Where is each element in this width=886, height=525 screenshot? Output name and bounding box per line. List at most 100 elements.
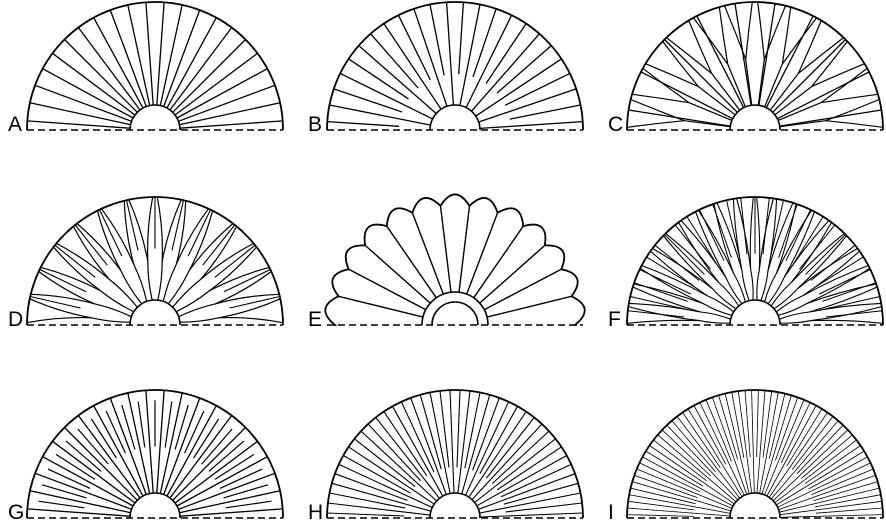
- ray: [361, 431, 437, 501]
- branch-fork: [646, 64, 699, 87]
- ray: [809, 457, 868, 489]
- inner-arc: [730, 105, 780, 130]
- ray: [510, 105, 581, 119]
- branch-fork: [784, 221, 829, 278]
- ray: [368, 424, 421, 481]
- ray: [78, 416, 140, 499]
- short-ray: [55, 245, 95, 277]
- branch-fork: [821, 68, 867, 102]
- ray: [327, 122, 399, 127]
- ray: [632, 482, 731, 511]
- short-ray: [763, 198, 769, 254]
- branch-stem: [101, 291, 134, 312]
- ray: [457, 390, 460, 467]
- ray: [627, 515, 694, 517]
- panel-label-e: E: [308, 308, 322, 331]
- ray: [128, 5, 150, 106]
- short-ray: [793, 217, 823, 265]
- branch-fork: [714, 204, 734, 274]
- ray: [440, 391, 449, 468]
- inner-ring: [432, 302, 478, 325]
- ray: [53, 53, 136, 115]
- branch-stem: [742, 271, 749, 301]
- ray: [157, 390, 164, 493]
- ray: [780, 110, 882, 126]
- panel-label-f: F: [608, 308, 621, 331]
- branch-stem: [719, 283, 739, 307]
- ray: [450, 390, 454, 493]
- short-ray: [203, 225, 235, 265]
- panel-a: A: [8, 2, 283, 136]
- panel-i: I: [608, 390, 883, 524]
- short-ray: [175, 405, 188, 449]
- branch-stem: [778, 103, 821, 121]
- branch-stem: [779, 312, 809, 319]
- ray: [173, 40, 246, 113]
- short-ray: [628, 311, 684, 317]
- ray: [767, 406, 816, 497]
- branch-fork: [811, 320, 883, 323]
- branch-stem: [751, 269, 754, 300]
- ray: [700, 403, 744, 496]
- branch-stem: [758, 59, 764, 105]
- branch-stem: [699, 321, 730, 324]
- branch-fork: [627, 121, 684, 128]
- branch-stem: [176, 291, 209, 312]
- short-ray: [215, 245, 255, 277]
- inner-arc: [130, 105, 180, 130]
- short-ray: [224, 485, 268, 498]
- ray: [780, 515, 883, 518]
- ray: [170, 416, 232, 499]
- ray: [641, 72, 733, 119]
- branch-fork: [696, 212, 726, 278]
- segment-divider: [467, 213, 498, 294]
- inner-arc: [130, 493, 180, 518]
- short-ray: [741, 198, 747, 254]
- outer-arc: [627, 2, 883, 130]
- panel-label-i: I: [608, 501, 614, 524]
- panel-g: G: [8, 390, 283, 524]
- ray: [766, 16, 813, 108]
- branch-fork: [776, 204, 796, 274]
- ray: [447, 2, 454, 105]
- ray: [486, 418, 534, 479]
- branch-fork: [632, 94, 689, 102]
- branch-stem: [774, 289, 798, 309]
- branch-fork: [746, 2, 753, 59]
- short-ray: [640, 270, 691, 295]
- ray: [27, 509, 130, 516]
- ray: [643, 457, 734, 506]
- branch-fork: [826, 121, 883, 128]
- ray: [697, 16, 744, 108]
- panel-h: H: [308, 390, 583, 524]
- short-ray: [727, 200, 740, 255]
- panel-label-g: G: [8, 501, 24, 524]
- branch-stem: [778, 304, 807, 316]
- branch-stem: [179, 304, 216, 317]
- short-ray: [39, 501, 85, 508]
- panel-label-d: D: [8, 308, 23, 331]
- branch-stem: [148, 261, 152, 300]
- branch-fork: [27, 318, 91, 323]
- ray: [480, 513, 583, 517]
- branch-fork: [803, 251, 860, 296]
- outer-arc: [327, 2, 583, 130]
- short-ray: [165, 402, 172, 448]
- ray: [667, 425, 738, 500]
- panel-f: F: [608, 197, 883, 331]
- ray: [760, 392, 779, 493]
- ray: [30, 103, 131, 125]
- branch-stem: [728, 64, 746, 107]
- short-ray: [819, 270, 870, 295]
- branch-fork: [643, 68, 689, 102]
- branch-fork: [689, 21, 712, 74]
- panel-e: E: [308, 194, 585, 331]
- branch-fork: [758, 2, 765, 59]
- panel-label-a: A: [8, 113, 22, 136]
- branch-fork: [642, 266, 708, 296]
- inner-arc: [430, 105, 480, 130]
- ray: [762, 395, 791, 494]
- short-ray: [815, 257, 863, 287]
- panel-label-c: C: [608, 113, 623, 136]
